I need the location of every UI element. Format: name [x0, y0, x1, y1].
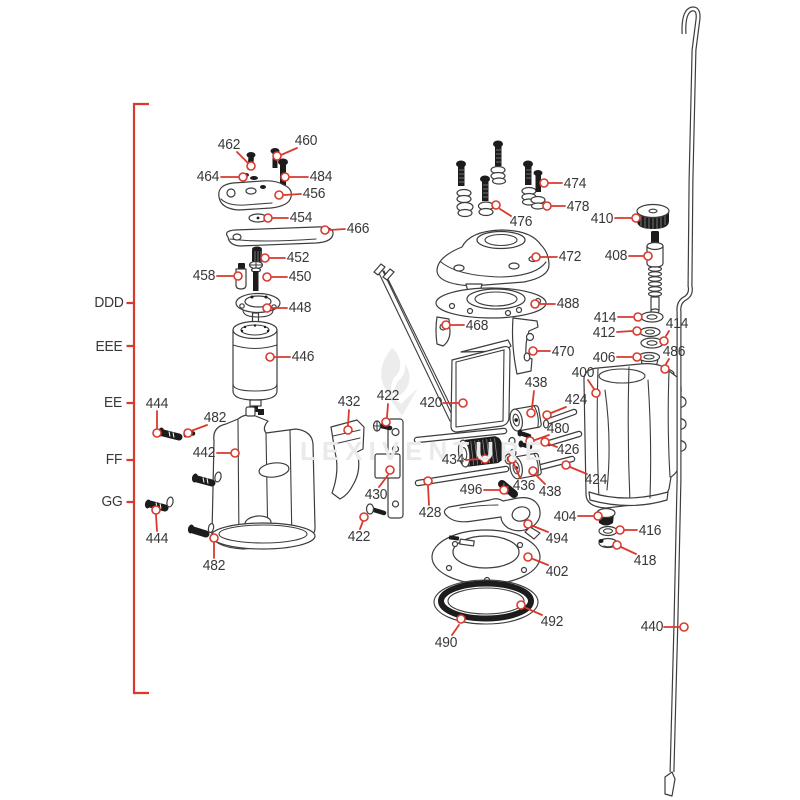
section-label-ee: EE — [103, 395, 123, 411]
callout-label-452: 452 — [286, 250, 310, 266]
part-490-492-rings — [433, 579, 539, 625]
part-432-430-brackets — [330, 418, 404, 519]
section-label-ddd: DDD — [94, 295, 124, 311]
watermark-text: LEXIVENTURE — [300, 436, 549, 466]
watermark-logo — [381, 348, 418, 416]
callout-label-474: 474 — [563, 176, 587, 192]
part-488-gasket-plate — [435, 287, 547, 319]
callout-label-456: 456 — [302, 186, 326, 202]
callout-label-412: 412 — [592, 325, 616, 341]
section-bracket — [126, 102, 149, 695]
callout-label-400: 400 — [571, 365, 595, 381]
callout-label-458: 458 — [192, 268, 216, 284]
part-468-470-brackets — [435, 316, 539, 375]
part-494-lever — [443, 497, 541, 540]
callout-label-442: 442 — [192, 445, 216, 461]
part-442-housing — [210, 406, 316, 550]
callout-label-466: 466 — [346, 221, 370, 237]
callout-label-476: 476 — [509, 214, 533, 230]
callout-label-472: 472 — [558, 249, 582, 265]
part-410-408-knob-shaft — [636, 203, 670, 314]
callout-circles — [151, 151, 689, 632]
part-422-screws — [365, 420, 393, 516]
callout-label-488: 488 — [556, 296, 580, 312]
callout-label-448: 448 — [288, 300, 312, 316]
part-472-dome-cover — [436, 229, 550, 297]
callout-label-404: 404 — [553, 509, 577, 525]
callout-label-470: 470 — [551, 344, 575, 360]
top-right-bolts — [456, 140, 546, 218]
callout-label-418: 418 — [633, 553, 657, 569]
callout-label-414-right: 414 — [665, 316, 689, 332]
part-446-motor — [232, 320, 278, 412]
callout-label-440: 440 — [640, 619, 664, 635]
part-402-ring-plate — [431, 529, 541, 585]
callout-label-424-top: 424 — [564, 392, 588, 408]
callout-label-480: 480 — [546, 421, 570, 437]
callout-label-432: 432 — [337, 394, 361, 410]
callout-label-420: 420 — [419, 395, 443, 411]
callout-label-478: 478 — [566, 199, 590, 215]
callout-label-426: 426 — [556, 442, 580, 458]
part-420-plate — [450, 339, 512, 433]
callout-label-494: 494 — [545, 531, 569, 547]
callout-label-422-bottom: 422 — [347, 529, 371, 545]
callout-label-408: 408 — [604, 248, 628, 264]
callout-label-414-top: 414 — [593, 310, 617, 326]
callout-label-444-top: 444 — [145, 396, 169, 412]
callout-label-446: 446 — [291, 349, 315, 365]
callout-label-486: 486 — [662, 344, 686, 360]
callout-label-410: 410 — [590, 211, 614, 227]
center-straps — [373, 263, 459, 422]
callout-label-450: 450 — [288, 269, 312, 285]
callout-label-496: 496 — [459, 482, 483, 498]
callout-label-416: 416 — [638, 523, 662, 539]
callout-label-460: 460 — [294, 133, 318, 149]
callout-label-428: 428 — [418, 505, 442, 521]
callout-label-482-top: 482 — [203, 410, 227, 426]
callout-label-422-top: 422 — [376, 388, 400, 404]
section-label-eee: EEE — [95, 339, 123, 355]
callout-label-490: 490 — [434, 635, 458, 651]
callout-label-438-top: 438 — [524, 375, 548, 391]
callout-label-492: 492 — [540, 614, 564, 630]
part-440-rod — [664, 6, 701, 797]
callout-label-482-bottom: 482 — [202, 558, 226, 574]
callout-label-424-bottom: 424 — [584, 472, 608, 488]
section-label-gg: GG — [101, 494, 123, 510]
callout-label-434: 434 — [441, 452, 465, 468]
center-rods — [413, 408, 583, 487]
callout-label-462: 462 — [217, 137, 241, 153]
callout-label-444-bottom: 444 — [145, 531, 169, 547]
callout-label-438-bottom: 438 — [538, 484, 562, 500]
callout-label-464: 464 — [196, 169, 220, 185]
callout-label-436: 436 — [512, 478, 536, 494]
callout-label-402: 402 — [545, 564, 569, 580]
callout-label-430: 430 — [364, 487, 388, 503]
callout-label-454: 454 — [289, 210, 313, 226]
callout-label-468: 468 — [465, 318, 489, 334]
part-404-416-418-grommets — [596, 507, 618, 549]
callout-lines — [155, 147, 680, 636]
callout-label-484: 484 — [309, 169, 333, 185]
callout-label-406: 406 — [592, 350, 616, 366]
section-label-ff: FF — [105, 452, 123, 468]
